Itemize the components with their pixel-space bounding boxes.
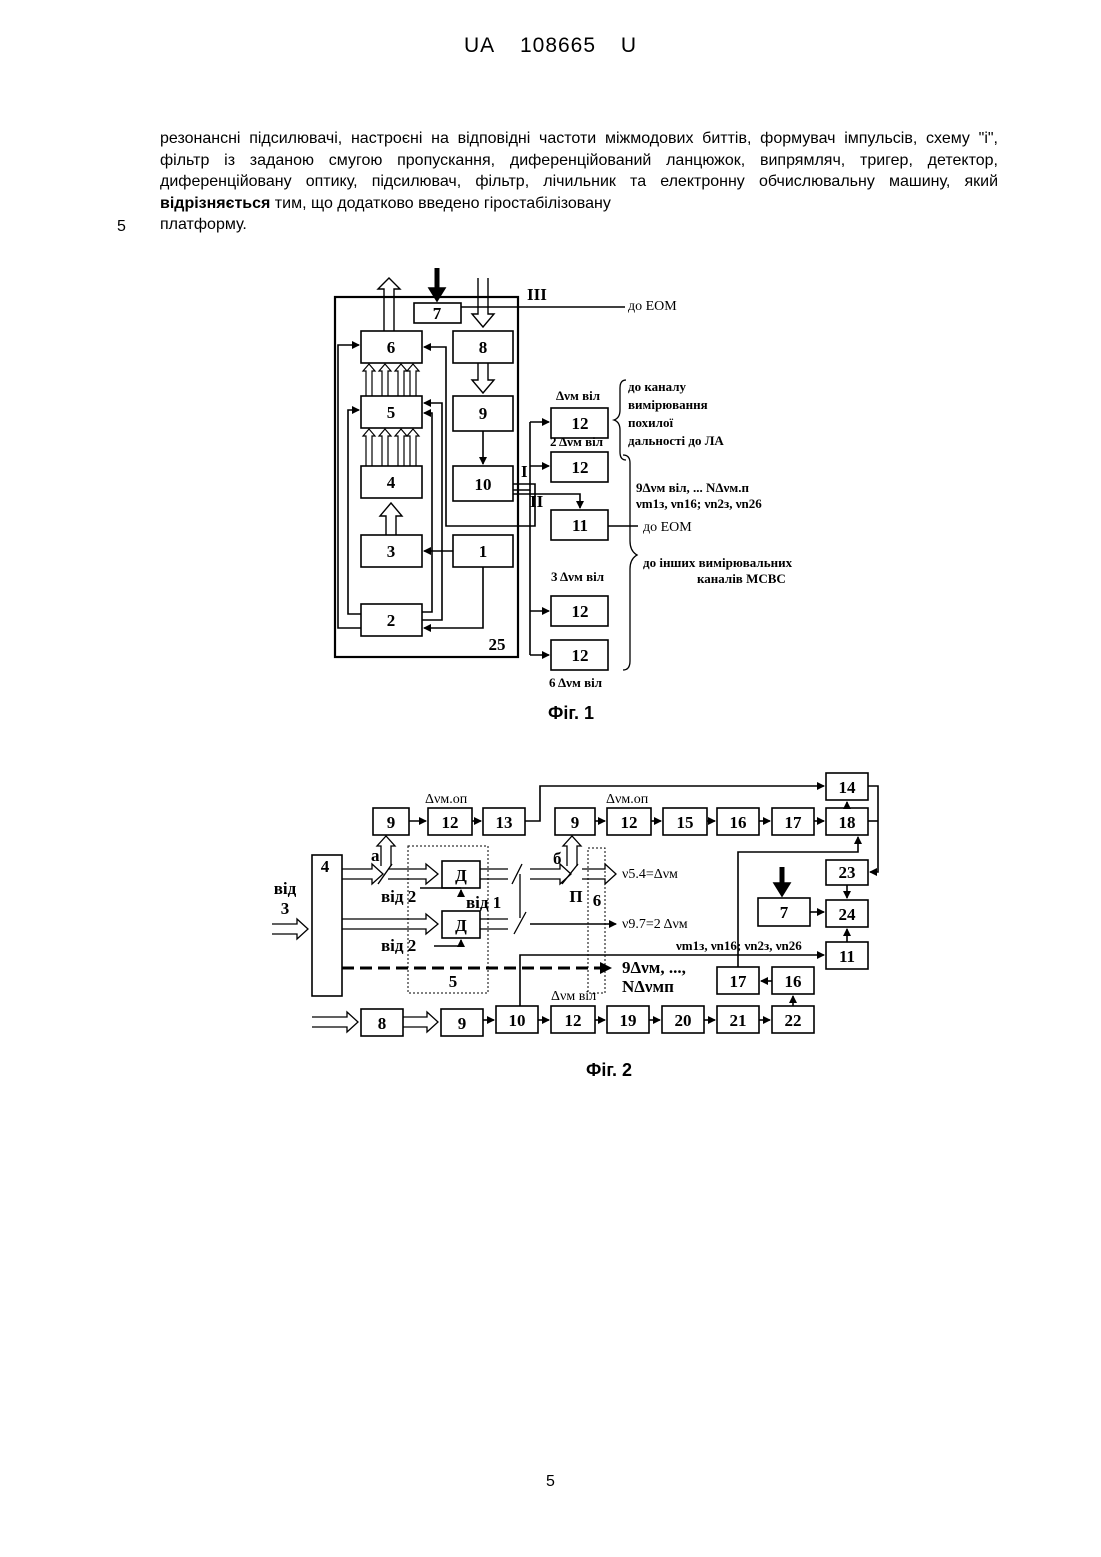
fig2-label-16a: 16 <box>730 813 747 832</box>
fig2-v54: ν5.4=Δνм <box>622 867 678 882</box>
fig2-label-9c: 9 <box>458 1014 467 1033</box>
fig2-label-20: 20 <box>675 1011 692 1030</box>
fig2-dv-bot: Δνм віл <box>551 989 596 1004</box>
fig1-label-3: 3 <box>387 542 396 561</box>
fig1-mark-II: II <box>530 492 544 511</box>
figure-1 <box>335 268 638 670</box>
fig2-label-11: 11 <box>839 947 855 966</box>
fig1-range: 9Δνм віл, ... NΔνм.п <box>636 480 749 495</box>
fig2-label-7: 7 <box>780 903 789 922</box>
fig1-label-12c: 12 <box>572 602 589 621</box>
fig1-dv6: 6 Δνм віл <box>549 675 602 690</box>
fig2-label-21: 21 <box>730 1011 747 1030</box>
fig1-label-4: 4 <box>387 473 396 492</box>
fig1-to-eom-mid: до ЕОМ <box>643 520 692 535</box>
fig2-label-10: 10 <box>509 1011 526 1030</box>
fig2-label-12b: 12 <box>621 813 638 832</box>
fig1-label-6: 6 <box>387 338 396 357</box>
fig2-label-4: 4 <box>321 857 330 876</box>
fig2-from-label: від <box>274 879 297 898</box>
fig2-label-18: 18 <box>839 813 856 832</box>
fig1-mark-III: III <box>527 285 547 304</box>
fig2-from2-b: від 2 <box>381 936 416 955</box>
fig2-label-8: 8 <box>378 1014 387 1033</box>
fig1-label-7: 7 <box>433 304 442 323</box>
fig1-dv2: 2 Δνм віл <box>550 434 603 449</box>
fig1-label-1: 1 <box>479 542 488 561</box>
fig2-freqs: νm1з, νn16; νn2з, νn26 <box>675 938 802 953</box>
fig1-other-1: до інших вимірювальних <box>643 555 793 570</box>
fig1-dv3: 3 Δνм віл <box>551 569 604 584</box>
fig1-label-12b: 12 <box>572 458 589 477</box>
fig2-dv-top2: Δνм.оп <box>606 792 649 807</box>
fig1-mark-I: I <box>521 462 528 481</box>
page-number: 5 <box>0 1473 1101 1491</box>
fig2-mark-a: а <box>371 846 380 865</box>
fig2-label-17b: 17 <box>730 972 748 991</box>
fig2-label-12c: 12 <box>565 1011 582 1030</box>
fig1-label-11: 11 <box>572 516 588 535</box>
fig1-label-12a: 12 <box>572 414 589 433</box>
fig1-label-10: 10 <box>475 475 492 494</box>
fig2-block-4 <box>312 855 342 996</box>
fig2-mark-b: б <box>553 849 562 868</box>
fig1-label-8: 8 <box>479 338 488 357</box>
fig1-dv-top: Δνм віл <box>556 388 600 403</box>
fig2-dv-top1: Δνм.оп <box>425 792 468 807</box>
fig1-channel-3: похилої <box>628 415 673 430</box>
fig1-label-2: 2 <box>387 611 396 630</box>
fig1-label-12d: 12 <box>572 646 589 665</box>
fig2-label-16b: 16 <box>785 972 802 991</box>
fig2-label-13: 13 <box>496 813 513 832</box>
fig2-label-12a: 12 <box>442 813 459 832</box>
fig2-label-23: 23 <box>839 863 856 882</box>
fig2-label-15: 15 <box>677 813 694 832</box>
fig2-region-5-label: 5 <box>449 972 458 991</box>
fig1-to-eom-top: до ЕОМ <box>628 299 677 314</box>
fig2-label-17a: 17 <box>785 813 803 832</box>
fig2-label-9a: 9 <box>387 813 396 832</box>
fig2-range-2: NΔνмп <box>622 977 674 996</box>
fig1-channel-4: дальності до ЛА <box>628 433 724 448</box>
fig2-from2-a: від 2 <box>381 887 416 906</box>
fig1-other-2: каналів МСВС <box>697 571 786 586</box>
fig1-freqs: νm1з, νn16; νn2з, νn26 <box>635 496 762 511</box>
fig1-channel-1: до каналу <box>628 379 687 394</box>
fig2-label-22: 22 <box>785 1011 802 1030</box>
fig2-label-24: 24 <box>839 905 857 924</box>
fig1-caption: Фіг. 1 <box>548 703 594 723</box>
fig2-label-d2: Д <box>455 916 467 935</box>
fig2-caption: Фіг. 2 <box>586 1060 632 1080</box>
fig1-label-5: 5 <box>387 403 396 422</box>
fig2-region-6-label: 6 <box>593 891 602 910</box>
fig2-from1: від 1 <box>466 893 501 912</box>
fig2-from-3: 3 <box>281 899 290 918</box>
fig2-label-p: П <box>569 887 582 906</box>
fig1-channel-2: вимірювання <box>628 397 708 412</box>
fig2-v97: ν9.7=2 Δνм <box>622 917 688 932</box>
fig2-label-d1: Д <box>455 866 467 885</box>
fig1-label-25: 25 <box>489 635 506 654</box>
fig1-label-9: 9 <box>479 404 488 423</box>
fig2-label-19: 19 <box>620 1011 637 1030</box>
fig2-label-14: 14 <box>839 778 857 797</box>
fig2-label-9b: 9 <box>571 813 580 832</box>
fig2-range-1: 9Δνм, ..., <box>622 958 686 977</box>
